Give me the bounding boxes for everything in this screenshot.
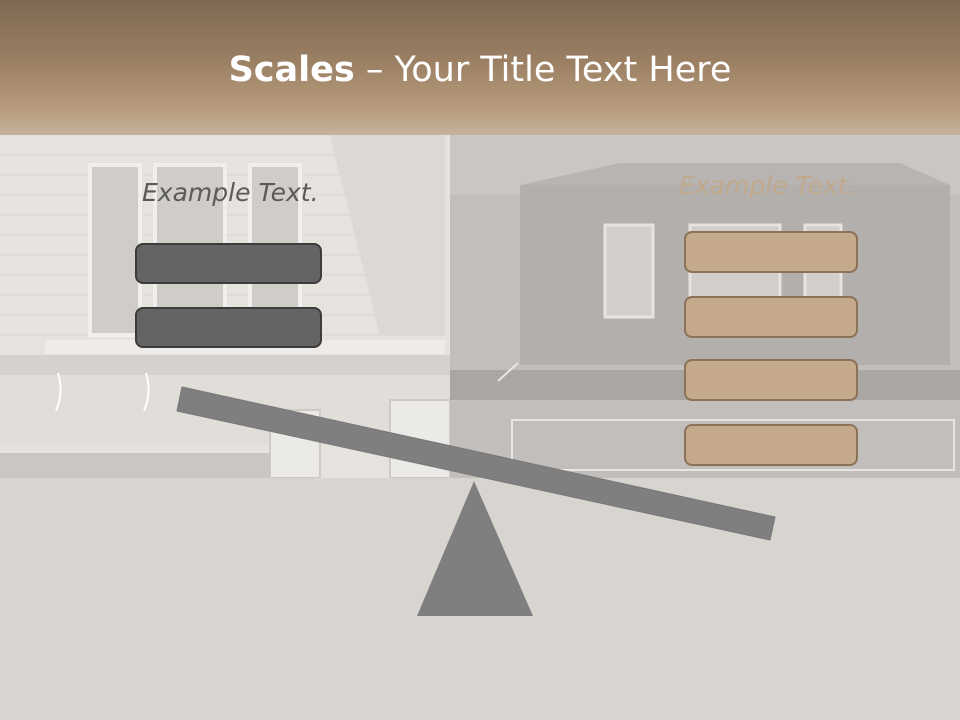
title-band: Scales – Your Title Text Here <box>0 0 960 135</box>
left-text-box-1[interactable] <box>135 243 322 284</box>
title-text: Your Title Text Here <box>394 50 732 90</box>
right-text-box-3[interactable] <box>684 359 858 401</box>
right-text-box-2[interactable] <box>684 296 858 338</box>
right-text-box-4[interactable] <box>684 424 858 466</box>
title-separator: – <box>354 50 395 90</box>
left-text-box-2[interactable] <box>135 307 322 348</box>
slide-title[interactable]: Scales – Your Title Text Here <box>0 50 960 90</box>
seesaw-beam[interactable] <box>176 386 776 541</box>
right-example-text[interactable]: Example Text. <box>679 171 856 200</box>
left-example-text[interactable]: Example Text. <box>142 178 319 207</box>
title-keyword: Scales <box>228 50 355 90</box>
right-text-box-1[interactable] <box>684 231 858 273</box>
fulcrum-triangle-icon[interactable] <box>417 481 533 616</box>
